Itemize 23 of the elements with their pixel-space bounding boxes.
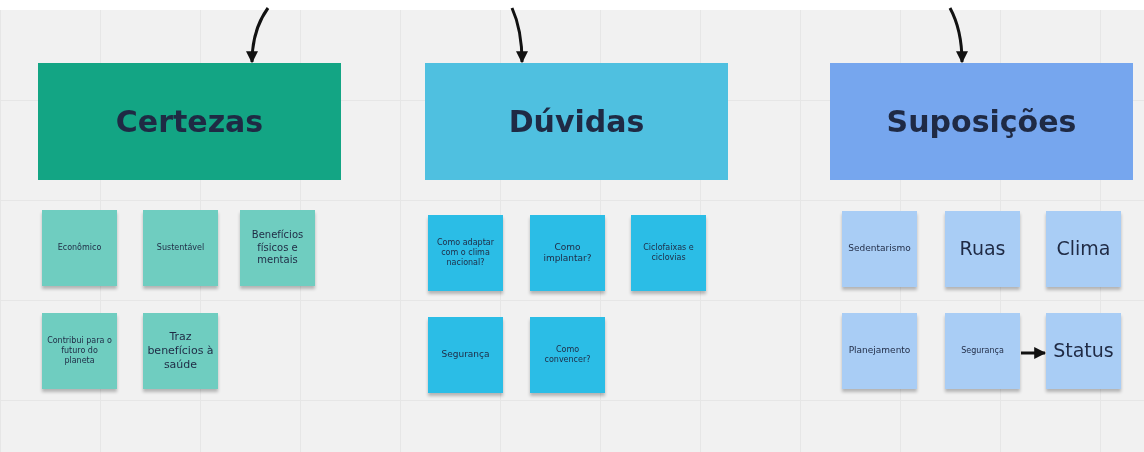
sticky-note: Ruas	[945, 211, 1020, 287]
sticky-note: Econômico	[42, 210, 117, 286]
sticky-note: Sustentável	[143, 210, 218, 286]
sticky-note: Segurança	[428, 317, 503, 393]
sticky-note: Contribui para o futuro do planeta	[42, 313, 117, 389]
sticky-note: Como adaptar com o clima nacional?	[428, 215, 503, 291]
sticky-note: Clima	[1046, 211, 1121, 287]
category-header: Suposições	[830, 63, 1133, 180]
arrow	[246, 7, 270, 64]
sticky-note: Status	[1046, 313, 1121, 389]
arrow	[1021, 347, 1047, 359]
sticky-note: Como implantar?	[530, 215, 605, 291]
sticky-note: Traz benefícios à saúde	[143, 313, 218, 389]
sticky-note: Planejamento	[842, 313, 917, 389]
arrow	[510, 7, 528, 64]
sticky-note: Ciclofaixas e ciclovias	[631, 215, 706, 291]
category-header: Dúvidas	[425, 63, 728, 180]
sticky-note: Segurança	[945, 313, 1020, 389]
sticky-note: Como convencer?	[530, 317, 605, 393]
sticky-note: Benefícios físicos e mentais	[240, 210, 315, 286]
arrow	[948, 7, 968, 64]
sticky-note: Sedentarismo	[842, 211, 917, 287]
category-header: Certezas	[38, 63, 341, 180]
